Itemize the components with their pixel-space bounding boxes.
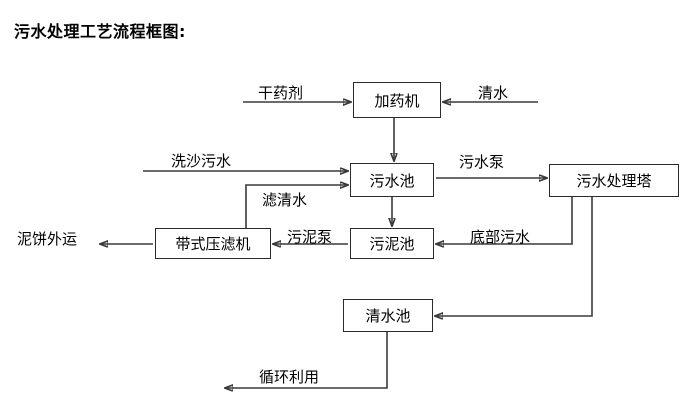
page-title: 污水处理工艺流程框图: bbox=[14, 22, 186, 41]
edge-label-dry-chemical: 干药剂 bbox=[258, 84, 304, 102]
edge-label-recycle-reuse: 循环利用 bbox=[259, 368, 320, 386]
node-treatment-tower[interactable]: 污水处理塔 bbox=[549, 164, 679, 197]
node-belt-filter-press[interactable]: 带式压滤机 bbox=[155, 228, 271, 259]
edge-label-sewage-pump: 污水泵 bbox=[459, 153, 505, 171]
wire-tower-to-clear-water-pool bbox=[435, 197, 593, 316]
node-label: 带式压滤机 bbox=[175, 235, 251, 253]
node-sludge-pool[interactable]: 污泥池 bbox=[350, 228, 434, 259]
node-label: 清水池 bbox=[365, 307, 411, 325]
node-label: 污泥池 bbox=[369, 235, 415, 253]
node-sewage-pool[interactable]: 污水池 bbox=[350, 163, 434, 197]
edge-label-sludge-pump: 污泥泵 bbox=[287, 228, 333, 246]
node-label: 污水处理塔 bbox=[576, 172, 652, 190]
wire-bottom-sewage-to-sludge-pool bbox=[436, 197, 573, 244]
wire-filtered-water-to-sewage-pool bbox=[245, 185, 348, 228]
node-label: 加药机 bbox=[374, 91, 420, 110]
wire-clear-water-recycle bbox=[225, 332, 388, 388]
node-dosing-machine[interactable]: 加药机 bbox=[353, 82, 441, 118]
edge-label-clean-water: 清水 bbox=[478, 84, 509, 102]
edge-label-filtered-clear-water: 滤清水 bbox=[262, 191, 308, 209]
node-clear-water-pool[interactable]: 清水池 bbox=[343, 299, 433, 332]
node-label: 污水池 bbox=[369, 171, 415, 190]
edge-label-sand-wash-sewage: 洗沙污水 bbox=[171, 152, 232, 170]
edge-label-bottom-sewage: 底部污水 bbox=[470, 228, 531, 246]
terminal-label-mud-cake-out: 泥饼外运 bbox=[17, 230, 78, 248]
